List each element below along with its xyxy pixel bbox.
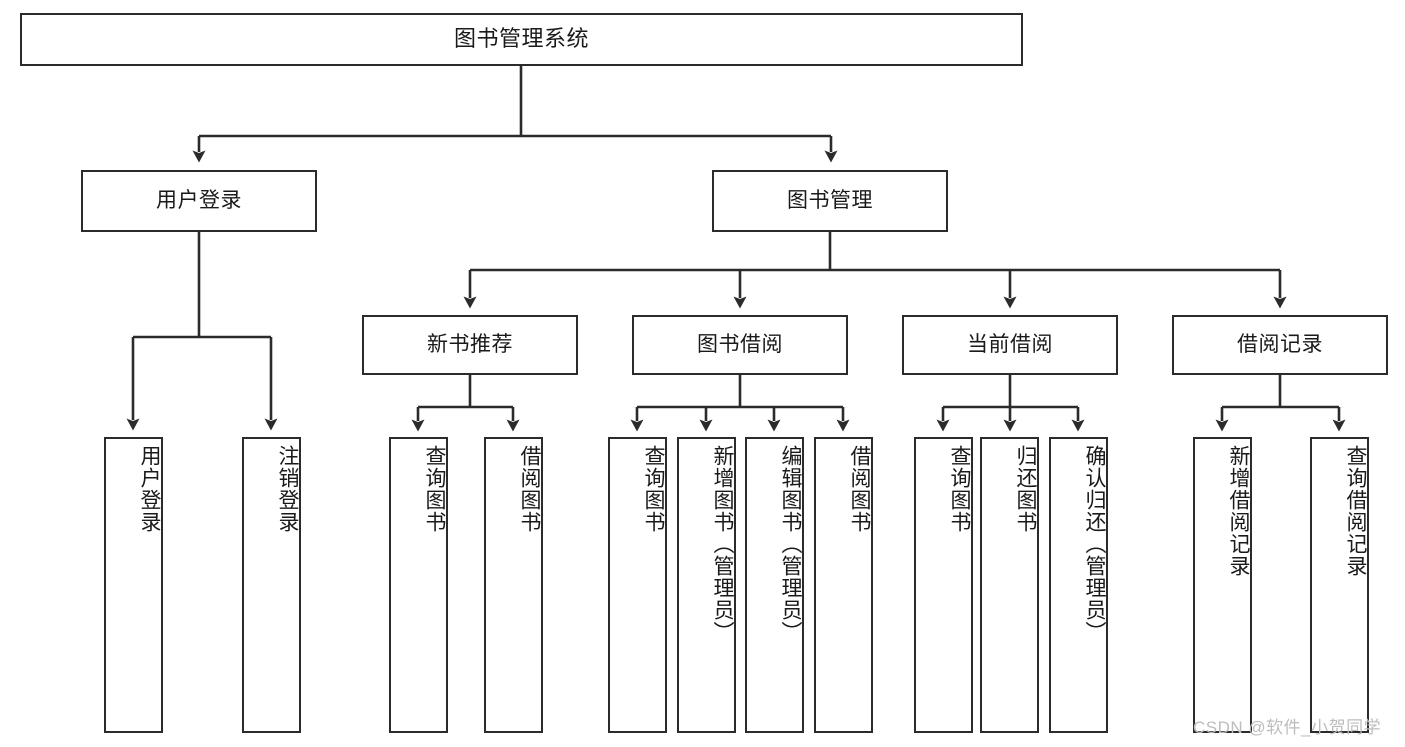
node-leaf-add-book-admin[interactable]: 新增图书（管理员）: [677, 437, 736, 733]
node-leaf-add-book-admin-label: 新增图书（管理员）: [711, 445, 734, 643]
csdn-watermark: CSDN @软件_小贺同学: [1193, 718, 1382, 737]
node-leaf-edit-book-admin[interactable]: 编辑图书（管理员）: [745, 437, 804, 733]
node-leaf-logout[interactable]: 注销登录: [242, 437, 301, 733]
node-current-borrow[interactable]: 当前借阅: [902, 315, 1118, 375]
node-leaf-query-book-borrow-label: 查询图书: [642, 445, 665, 533]
node-leaf-query-book-recommend[interactable]: 查询图书: [389, 437, 448, 733]
node-leaf-borrow-book-recommend[interactable]: 借阅图书: [484, 437, 543, 733]
node-leaf-query-book-recommend-label: 查询图书: [423, 445, 446, 533]
node-root-label: 图书管理系统: [453, 26, 589, 52]
node-leaf-borrow-book-label: 借阅图书: [848, 445, 871, 533]
node-leaf-user-login[interactable]: 用户登录: [104, 437, 163, 733]
node-book-borrow[interactable]: 图书借阅: [632, 315, 848, 375]
node-leaf-query-book-current[interactable]: 查询图书: [914, 437, 973, 733]
node-book-manage[interactable]: 图书管理: [712, 170, 948, 232]
node-leaf-edit-book-admin-label: 编辑图书（管理员）: [779, 445, 802, 643]
node-new-book-recommend-label: 新书推荐: [427, 333, 513, 357]
node-current-borrow-label: 当前借阅: [967, 333, 1053, 357]
node-leaf-add-borrow-record-label: 新增借阅记录: [1227, 445, 1250, 577]
node-leaf-query-borrow-record[interactable]: 查询借阅记录: [1310, 437, 1369, 733]
node-leaf-borrow-book-recommend-label: 借阅图书: [518, 445, 541, 533]
node-leaf-borrow-book[interactable]: 借阅图书: [814, 437, 873, 733]
node-leaf-confirm-return-admin-label: 确认归还（管理员）: [1083, 445, 1106, 643]
node-leaf-return-book[interactable]: 归还图书: [980, 437, 1039, 733]
node-leaf-user-login-label: 用户登录: [138, 445, 161, 533]
node-leaf-confirm-return-admin[interactable]: 确认归还（管理员）: [1049, 437, 1108, 733]
node-borrow-record-label: 借阅记录: [1237, 333, 1323, 357]
node-book-manage-label: 图书管理: [787, 189, 873, 213]
node-new-book-recommend[interactable]: 新书推荐: [362, 315, 578, 375]
node-book-borrow-label: 图书借阅: [697, 333, 783, 357]
node-leaf-query-book-borrow[interactable]: 查询图书: [608, 437, 667, 733]
node-leaf-query-borrow-record-label: 查询借阅记录: [1344, 445, 1367, 577]
node-leaf-query-book-current-label: 查询图书: [948, 445, 971, 533]
node-leaf-add-borrow-record[interactable]: 新增借阅记录: [1193, 437, 1252, 733]
node-leaf-return-book-label: 归还图书: [1014, 445, 1037, 533]
node-leaf-logout-label: 注销登录: [276, 445, 299, 533]
node-root-system[interactable]: 图书管理系统: [20, 13, 1023, 66]
node-borrow-record[interactable]: 借阅记录: [1172, 315, 1388, 375]
node-user-login-label: 用户登录: [156, 189, 242, 213]
node-user-login[interactable]: 用户登录: [81, 170, 317, 232]
